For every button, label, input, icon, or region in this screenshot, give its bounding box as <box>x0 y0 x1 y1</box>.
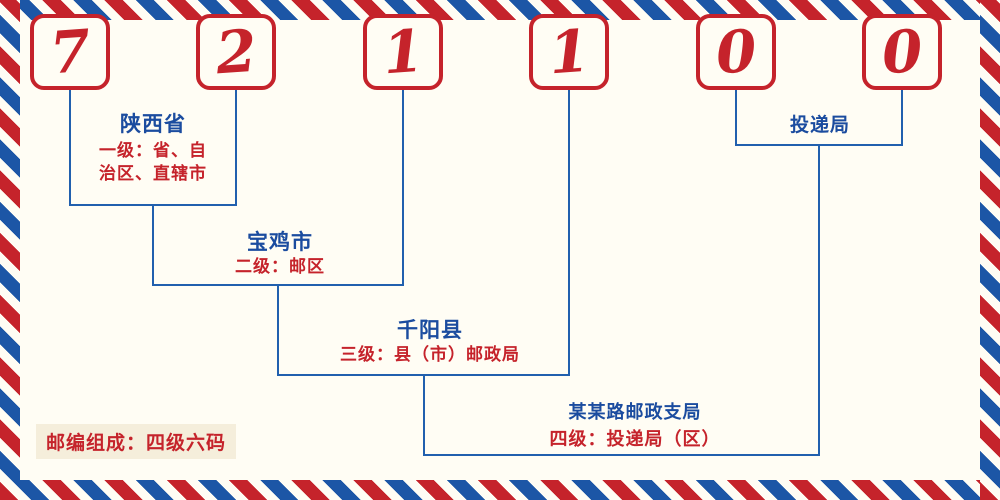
digit-2: 2 <box>213 16 259 88</box>
level3-name: 千阳县 <box>397 318 463 342</box>
level4-desc: 四级：投递局（区） <box>549 429 721 450</box>
connector-line <box>152 206 154 286</box>
connector-line <box>152 284 404 286</box>
digit-box-5: 0 <box>696 14 776 90</box>
connector-line <box>69 90 71 206</box>
level1-desc-line2: 治区、直辖市 <box>99 164 207 184</box>
digit-box-3: 1 <box>363 14 443 90</box>
footer-note: 邮编组成：四级六码 <box>36 424 237 459</box>
connector-line <box>423 376 425 456</box>
connector-line <box>818 146 820 456</box>
digit-1: 7 <box>47 16 93 88</box>
digit-3: 1 <box>380 16 426 88</box>
level1-name: 陕西省 <box>120 112 186 136</box>
digit-box-1: 7 <box>30 14 110 90</box>
connector-line <box>277 286 279 376</box>
level2-desc: 二级：邮区 <box>235 257 325 277</box>
level3-desc: 三级：县（市）邮政局 <box>340 345 520 365</box>
connector-line <box>568 90 570 376</box>
level2-name: 宝鸡市 <box>247 230 313 254</box>
digit-box-6: 0 <box>862 14 942 90</box>
connector-line <box>235 90 237 206</box>
digit-6: 0 <box>879 16 925 88</box>
digit-4: 1 <box>546 16 592 88</box>
connector-line <box>277 374 570 376</box>
level4-name: 某某路邮政支局 <box>568 402 702 423</box>
connector-line <box>69 204 237 206</box>
connector-line <box>735 144 903 146</box>
airmail-border-right <box>980 0 1000 500</box>
airmail-border-bottom <box>0 480 1000 500</box>
digit-box-2: 2 <box>196 14 276 90</box>
airmail-border-left <box>0 0 20 500</box>
airmail-border-top <box>0 0 1000 20</box>
connector-line <box>735 90 737 145</box>
connector-line <box>402 90 404 286</box>
level1-desc-line1: 一级：省、自 <box>99 141 207 161</box>
delivery-office-name: 投递局 <box>789 114 850 136</box>
connector-line <box>423 454 820 456</box>
level1-desc: 一级：省、自 治区、直辖市 <box>63 140 243 186</box>
digit-5: 0 <box>713 16 759 88</box>
digit-box-4: 1 <box>529 14 609 90</box>
connector-line <box>901 90 903 145</box>
